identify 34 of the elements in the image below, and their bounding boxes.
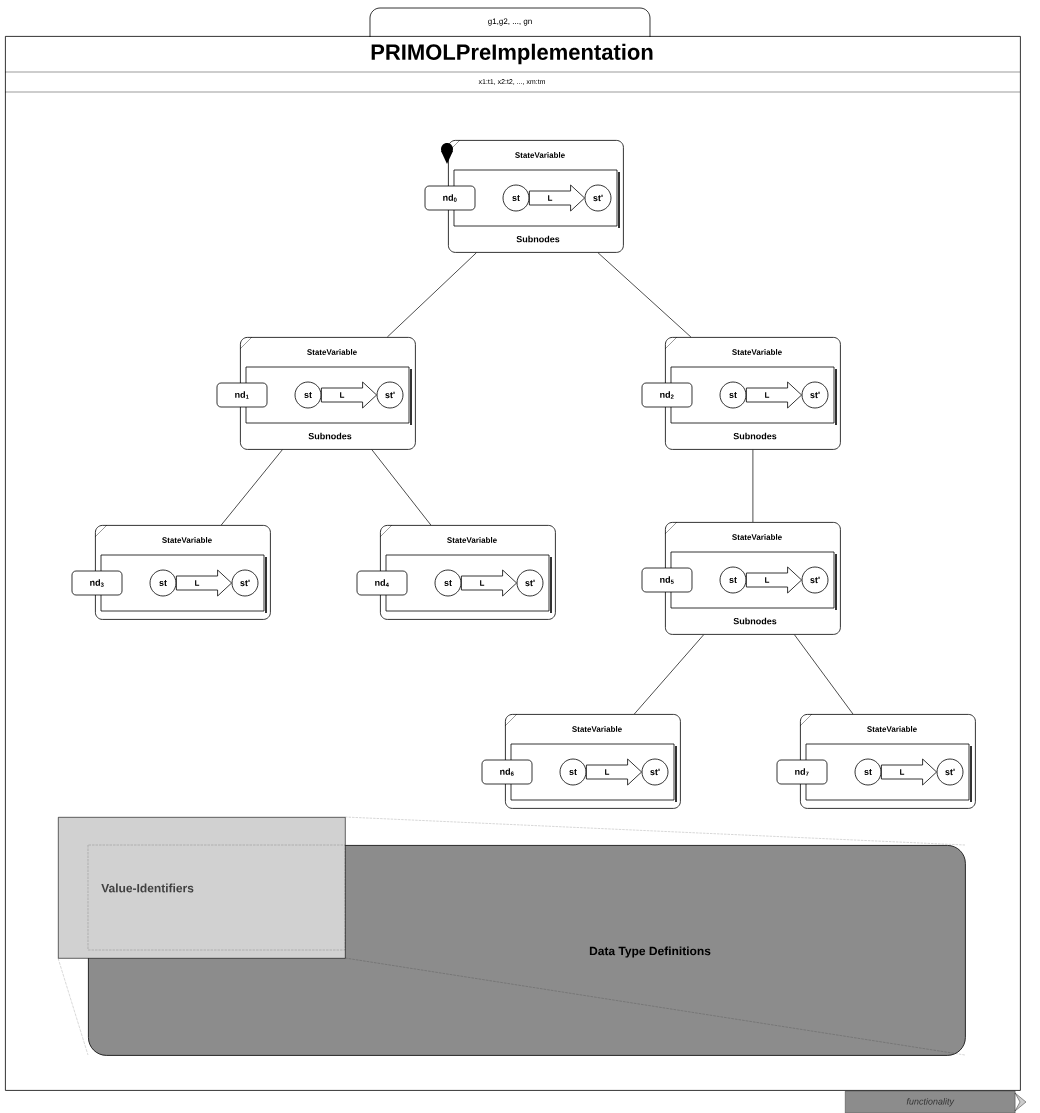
node-tag: nd$_{4}$	[356, 570, 408, 596]
edge-label: L	[547, 194, 553, 202]
block-arrow	[176, 569, 232, 597]
node-tag: nd$_{0}$	[424, 185, 476, 211]
node-label: g1,g2, ..., gn	[488, 18, 532, 26]
edge-label: L	[479, 579, 485, 587]
block-arrow	[746, 381, 802, 409]
edge-label: L	[764, 391, 770, 399]
node-tag: nd$_{5}$	[641, 567, 693, 593]
node-tag: nd$_{6}$	[481, 759, 533, 785]
block-arrow	[586, 758, 642, 786]
connector	[597, 252, 692, 338]
node-tag: nd$_{2}$	[641, 382, 693, 408]
block-arrow	[461, 569, 517, 597]
edge-label: L	[764, 576, 770, 584]
block-arrow	[529, 184, 585, 212]
edge-label: L	[899, 768, 905, 776]
connector	[371, 449, 432, 526]
node-tag: nd$_{1}$	[216, 382, 268, 408]
edge-label: L	[339, 391, 345, 399]
connector	[794, 634, 854, 715]
block-arrow	[321, 381, 377, 409]
node-tag: nd$_{7}$	[776, 759, 828, 785]
edge-label: L	[604, 768, 610, 776]
block-arrow	[881, 758, 937, 786]
node-tag: nd$_{3}$	[71, 570, 123, 596]
connector	[634, 634, 704, 715]
value-identifiers-panel: Value-Identifiers	[58, 817, 346, 959]
connector	[220, 449, 283, 526]
edge-label: L	[194, 579, 200, 587]
connector	[752, 449, 754, 523]
block-arrow	[746, 566, 802, 594]
functionality-tab: functionality	[845, 1091, 1027, 1113]
connector	[386, 252, 477, 338]
